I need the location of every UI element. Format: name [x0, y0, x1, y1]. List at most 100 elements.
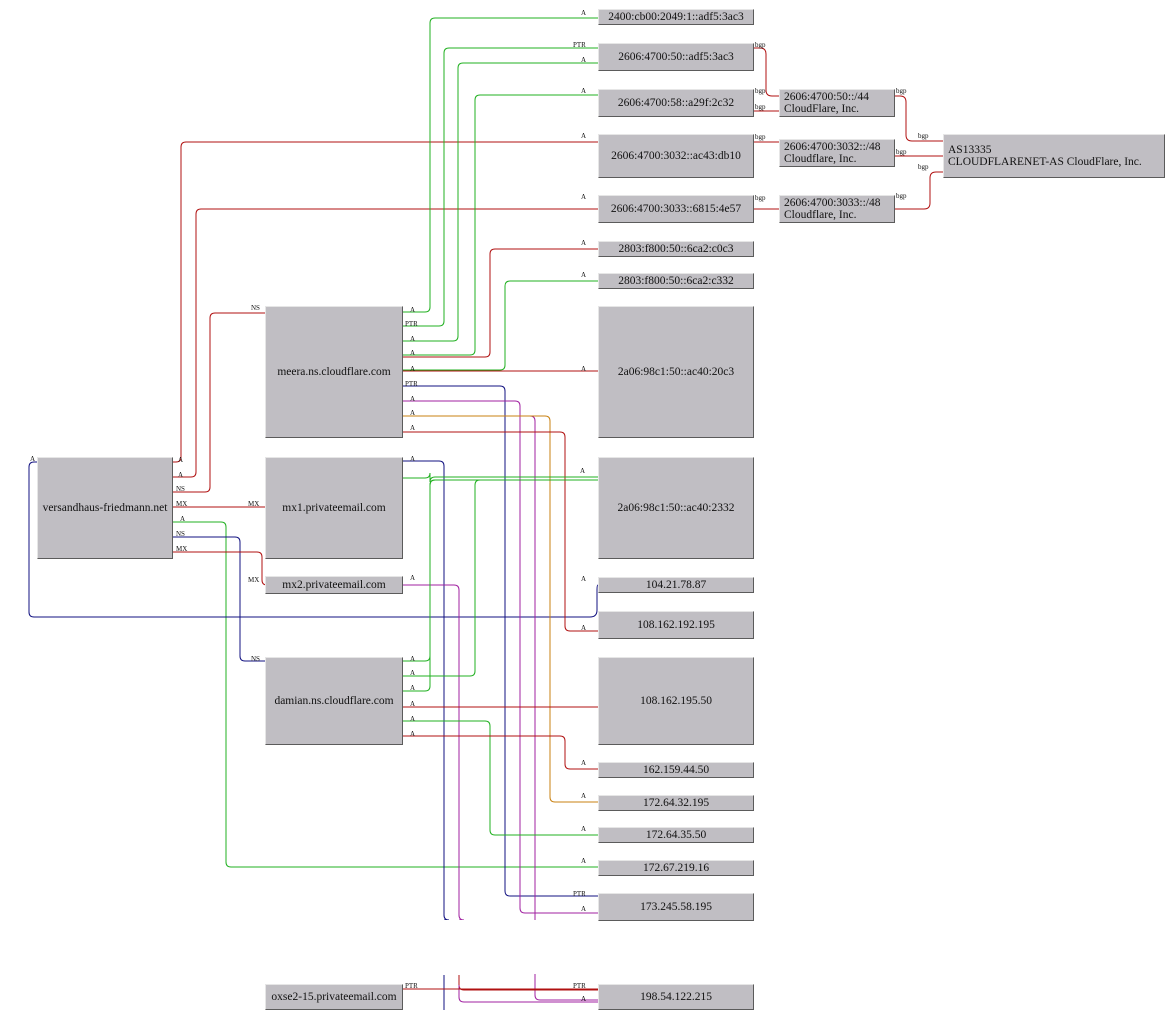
edge-label-a: A — [410, 455, 416, 463]
edge-label-ns: NS — [176, 530, 185, 538]
edge-label-a: A — [581, 575, 587, 583]
edge-label-a: A — [581, 995, 587, 1003]
edge-label-bgp: bgp — [918, 132, 929, 140]
edge-label-ptr: PTR — [405, 380, 418, 388]
node-ip-2606-4700-3032[interactable]: 2606:4700:3032::ac43:db10 — [598, 134, 754, 178]
edge-label-a: A — [581, 825, 587, 833]
edge-a-198 — [403, 415, 598, 1001]
node-ip-2606-4700-58[interactable]: 2606:4700:58::a29f:2c32 — [598, 89, 754, 117]
node-mx2[interactable]: mx2.privateemail.com — [265, 576, 403, 594]
edge-label-a: A — [410, 335, 416, 343]
asn-number: AS13335 — [948, 144, 992, 156]
node-domain[interactable]: versandhaus-friedmann.net — [37, 457, 173, 559]
node-ip-2606-4700-3033[interactable]: 2606:4700:3033::6815:4e57 — [598, 195, 754, 223]
edge-a-172-67 — [173, 521, 598, 868]
node-ip-198-54-122-215[interactable]: 198.54.122.215 — [598, 984, 754, 1010]
edge-a-2606-58 — [403, 94, 598, 356]
node-ip-2803-c0c3[interactable]: 2803:f800:50::6ca2:c0c3 — [598, 241, 754, 257]
node-ip-172-64-35-50[interactable]: 172.64.35.50 — [598, 827, 754, 843]
node-ns-meera[interactable]: meera.ns.cloudflare.com — [265, 306, 403, 438]
edge-a-2803-c0c3 — [403, 248, 598, 358]
edge-label-ptr: PTR — [573, 890, 586, 898]
edge-a-173 — [403, 400, 598, 914]
edge-label-ptr: PTR — [405, 320, 418, 328]
edge-label-bgp: bgp — [918, 163, 929, 171]
edge-bgp-as-3033 — [895, 171, 943, 210]
node-mx1[interactable]: mx1.privateemail.com — [265, 457, 403, 559]
prefix-owner: Cloudflare, Inc. — [784, 153, 857, 165]
edge-a-2a06-2332 — [403, 479, 598, 662]
edge-label-a: A — [581, 56, 587, 64]
asn-owner: CLOUDFLARENET-AS CloudFlare, Inc. — [948, 156, 1142, 168]
edge-a-108-192 — [403, 431, 598, 632]
edge-label-a: A — [410, 669, 416, 677]
edge-label-a: A — [410, 306, 416, 314]
edge-a-2a06-2332-c — [403, 479, 598, 692]
edge-label-a: A — [580, 467, 586, 475]
node-ip-2606-4700-50[interactable]: 2606:4700:50::adf5:3ac3 — [598, 43, 754, 71]
edge-label-a: A — [410, 730, 416, 738]
node-ip-2a06-20c3[interactable]: 2a06:98c1:50::ac40:20c3 — [598, 306, 754, 438]
edge-label-a: A — [410, 574, 416, 582]
edge-a-198-tail — [458, 985, 598, 1003]
node-ip-2803-c332[interactable]: 2803:f800:50::6ca2:c332 — [598, 273, 754, 289]
edge-a-172-64-35 — [403, 720, 598, 836]
edge-label-a: A — [30, 455, 36, 463]
node-ip-2400-cb00[interactable]: 2400:cb00:2049:1::adf5:3ac3 — [598, 9, 754, 25]
edge-label-ns: NS — [251, 655, 260, 663]
node-oxse[interactable]: oxse2-15.privateemail.com — [265, 984, 403, 1010]
edge-label-a: A — [410, 424, 416, 432]
edge-label-a: A — [410, 409, 416, 417]
edge-label-bgp: bgp — [755, 41, 766, 49]
edge-label-a: A — [410, 365, 416, 373]
node-ip-172-64-32-195[interactable]: 172.64.32.195 — [598, 795, 754, 811]
prefix-line: 2606:4700:3033::/48 — [784, 197, 881, 209]
edge-label-ns: NS — [251, 304, 260, 312]
edge-label-a: A — [581, 759, 587, 767]
edge-label-a: A — [581, 624, 587, 632]
edge-a-2606-50 — [403, 62, 598, 342]
node-ip-2a06-2332[interactable]: 2a06:98c1:50::ac40:2332 — [598, 457, 754, 559]
edge-ptr-2606-50 — [403, 47, 598, 327]
edge-a-162-159 — [403, 735, 598, 770]
edge-label-a: A — [410, 684, 416, 692]
node-ip-108-162-195-50[interactable]: 108.162.195.50 — [598, 657, 754, 745]
edge-a-mx1 — [403, 460, 450, 921]
node-ip-172-67-219-16[interactable]: 172.67.219.16 — [598, 860, 754, 876]
edge-label-a: A — [581, 792, 587, 800]
edge-bgp-as-50 — [895, 95, 943, 142]
prefix-line: 2606:4700:3032::/48 — [784, 141, 881, 153]
edge-label-ptr: PTR — [573, 41, 586, 49]
node-ip-108-162-192-195[interactable]: 108.162.192.195 — [598, 611, 754, 639]
node-ip-104-21-78-87[interactable]: 104.21.78.87 — [598, 577, 754, 593]
edge-label-bgp: bgp — [896, 192, 907, 200]
edge-label-bgp: bgp — [896, 148, 907, 156]
edge-label-a: A — [178, 456, 184, 464]
edge-a-104-tail — [589, 584, 599, 618]
edge-a-172-64-32 — [403, 415, 598, 803]
node-ns-damian[interactable]: damian.ns.cloudflare.com — [265, 657, 403, 745]
edge-ns-damian — [173, 536, 265, 662]
render-gap — [20, 920, 1171, 974]
edge-label-a: A — [180, 515, 186, 523]
edge-label-a: A — [410, 700, 416, 708]
edge-ptr-173 — [403, 385, 598, 897]
edge-label-mx: MX — [248, 500, 260, 508]
edge-label-a: A — [410, 349, 416, 357]
edge-label-a: A — [581, 132, 587, 140]
edge-a-2400 — [403, 17, 598, 313]
prefix-owner: Cloudflare, Inc. — [784, 209, 857, 221]
edge-label-ptr: PTR — [405, 982, 418, 990]
edge-a-2a06-2332-b — [403, 479, 598, 677]
node-ip-162-159-44-50[interactable]: 162.159.44.50 — [598, 762, 754, 778]
edge-a-104-self — [28, 461, 590, 618]
edge-label-a: A — [581, 9, 587, 17]
edge-bgp-50a — [754, 47, 779, 97]
node-ip-173-245-58-195[interactable]: 173.245.58.195 — [598, 893, 754, 921]
edge-label-mx: MX — [176, 545, 188, 553]
